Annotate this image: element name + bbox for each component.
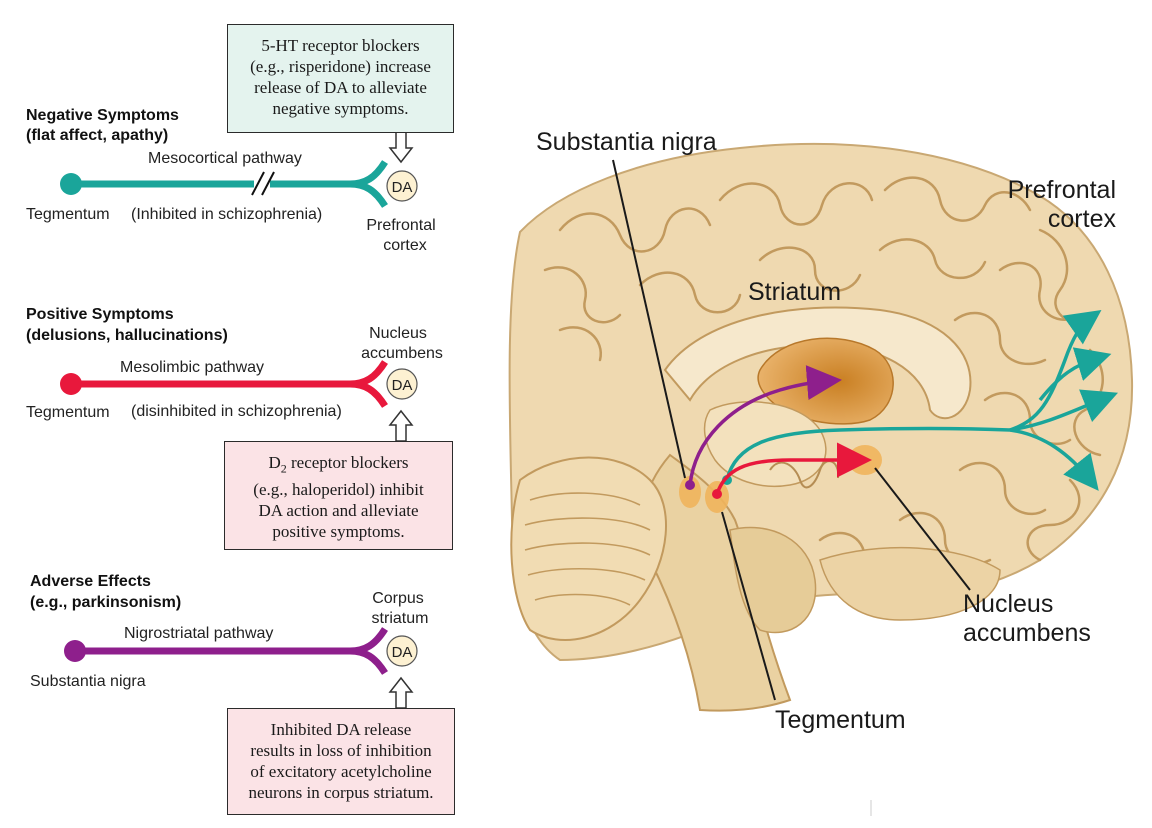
- mesolimbic-da-label: DA: [392, 377, 413, 394]
- label-striatum: Striatum: [748, 278, 841, 306]
- cerebellum-folia: [524, 492, 651, 606]
- adverse-subheading: (e.g., parkinsonism): [30, 594, 181, 611]
- leader-lines: [612, 159, 971, 701]
- label-prefrontal-cortex-line2: cortex: [1048, 205, 1117, 233]
- mesocortical-da-synapse: [386, 170, 418, 202]
- adverse-callout-line: results in loss of inhibition: [250, 741, 432, 760]
- negative-callout-line: 5-HT receptor blockers: [261, 36, 420, 55]
- negative-callout-line: (e.g., risperidone) increase: [250, 57, 431, 76]
- temporal-lobe: [819, 546, 1001, 621]
- label-tegmentum: Tegmentum: [775, 706, 906, 734]
- negative-callout-line: negative symptoms.: [272, 99, 409, 118]
- negative-target-line1: Prefrontal: [366, 217, 435, 234]
- adverse-heading: Adverse Effects: [30, 573, 151, 590]
- nigrostriatal-brain-pathway: [688, 365, 842, 486]
- positive-origin-label: Tegmentum: [26, 404, 110, 421]
- negative-note-label: (Inhibited in schizophrenia): [131, 206, 322, 223]
- label-prefrontal-cortex-line1: Prefrontal: [1008, 176, 1116, 204]
- negative-callout-arrow: [388, 131, 414, 164]
- negative-target-line2: cortex: [383, 237, 427, 254]
- brain-illustration: Substantia nigra Prefrontal cortex Stria…: [508, 128, 1134, 734]
- nigrostriatal-da-label: DA: [392, 644, 413, 661]
- negative-callout-box: 5-HT receptor blockers (e.g., risperidon…: [227, 24, 454, 133]
- positive-note-label: (disinhibited in schizophrenia): [131, 403, 342, 420]
- substantia-nigra-nucleus: [679, 476, 701, 508]
- mesocortical-brain-pathway: [725, 309, 1118, 491]
- cerebellum: [510, 456, 667, 641]
- pathway-break-mark-2: [261, 171, 275, 196]
- nigrostriatal-brain-origin: [685, 480, 695, 490]
- mesolimbic-pathway-label: Mesolimbic pathway: [120, 359, 264, 376]
- adverse-target-line2: striatum: [372, 610, 429, 627]
- adverse-origin-label: Substantia nigra: [30, 673, 146, 690]
- label-nucleus-accumbens-line1: Nucleus: [963, 590, 1053, 618]
- pathway-break-mark-1: [251, 171, 265, 196]
- positive-target-line2: accumbens: [361, 345, 443, 362]
- nigrostriatal-pathway-label: Nigrostriatal pathway: [124, 625, 273, 642]
- nigrostriatal-origin-dot: [64, 640, 86, 662]
- positive-callout-line: D2 receptor blockers: [233, 452, 444, 479]
- negative-symptoms-section: Negative Symptoms (flat affect, apathy) …: [26, 107, 436, 254]
- label-substantia-nigra: Substantia nigra: [536, 128, 717, 156]
- nigrostriatal-da-synapse: [386, 635, 418, 667]
- positive-symptoms-section: Positive Symptoms (delusions, hallucinat…: [26, 306, 443, 442]
- adverse-callout-box: Inhibited DA release results in loss of …: [227, 708, 455, 815]
- positive-callout-d: D: [268, 453, 281, 472]
- positive-target-line1: Nucleus: [369, 325, 427, 342]
- mesolimbic-brain-pathway: [715, 442, 872, 495]
- negative-origin-label: Tegmentum: [26, 206, 110, 223]
- positive-callout-line: DA action and alleviate: [258, 501, 419, 521]
- mesolimbic-terminal-fork: [349, 360, 388, 408]
- mesolimbic-brain-origin: [712, 489, 722, 499]
- gyri-folds: [543, 176, 1104, 566]
- adverse-target-line1: Corpus: [372, 590, 424, 607]
- label-nucleus-accumbens-line2: accumbens: [963, 619, 1091, 647]
- mesolimbic-da-synapse: [386, 368, 418, 400]
- positive-callout-subscript: 2: [280, 461, 287, 476]
- positive-callout-line: positive symptoms.: [272, 522, 405, 542]
- adverse-callout-line: of excitatory acetylcholine: [250, 762, 432, 781]
- mesocortical-pathway-label: Mesocortical pathway: [148, 150, 302, 167]
- negative-subheading: (flat affect, apathy): [26, 127, 168, 144]
- positive-subheading: (delusions, hallucinations): [26, 327, 228, 344]
- adverse-effects-section: Adverse Effects (e.g., parkinsonism) Cor…: [30, 573, 429, 709]
- negative-heading: Negative Symptoms: [26, 107, 179, 124]
- mesocortical-da-label: DA: [392, 179, 413, 196]
- mesolimbic-origin-dot: [60, 373, 82, 395]
- positive-callout-arrow: [388, 409, 414, 442]
- pons: [729, 526, 817, 634]
- adverse-callout-line: neurons in corpus striatum.: [248, 783, 434, 802]
- adverse-callout-line: Inhibited DA release: [270, 720, 412, 739]
- adverse-callout-arrow: [388, 676, 414, 709]
- positive-callout-box: D2 receptor blockers (e.g., haloperidol)…: [224, 441, 453, 550]
- mesocortical-origin-dot: [60, 173, 82, 195]
- positive-callout-line: (e.g., haloperidol) inhibit: [253, 480, 424, 500]
- negative-callout-line: release of DA to alleviate: [254, 78, 427, 97]
- positive-callout-rest: receptor blockers: [286, 453, 409, 472]
- pathway-break-gap: [254, 172, 270, 196]
- nigrostriatal-terminal-fork: [349, 627, 388, 675]
- positive-heading: Positive Symptoms: [26, 306, 174, 323]
- mesocortical-terminal-fork: [349, 160, 388, 208]
